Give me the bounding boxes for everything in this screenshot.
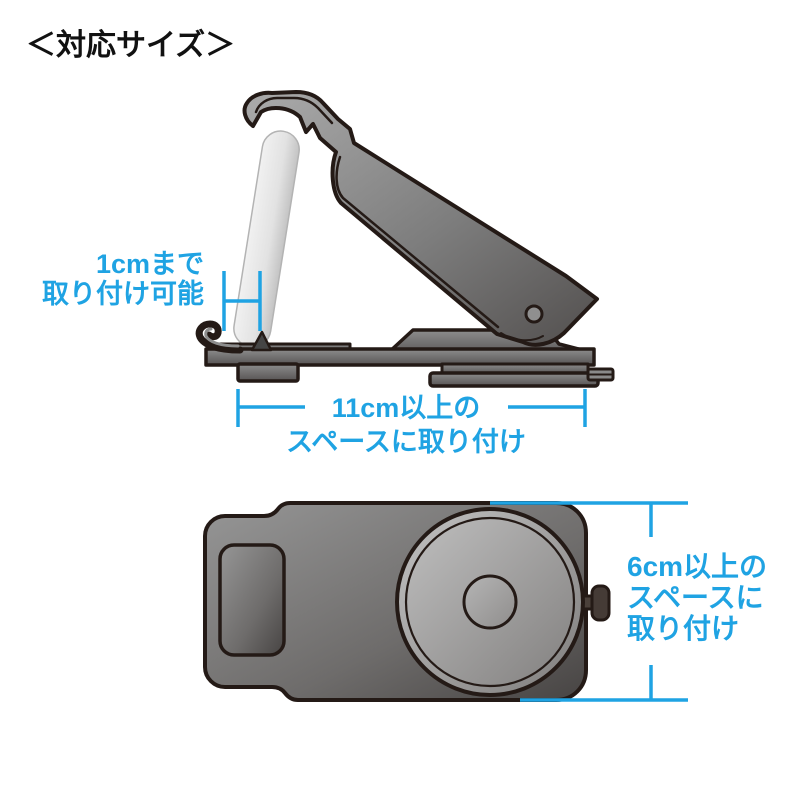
clamp-arm <box>242 90 599 347</box>
mount-width-label-line2: スペースに取り付け <box>286 427 526 457</box>
clamp-thickness-label: 1cmまで 取り付け可能 <box>16 249 204 309</box>
base-plate <box>204 347 596 367</box>
mount-depth-label-line2: スペースに <box>627 582 764 613</box>
mount-depth-label-line3: 取り付け <box>627 613 740 644</box>
mount-width-label-line1: 11cm以上の <box>331 393 481 423</box>
top-view-diagram <box>203 501 611 702</box>
side-view-diagram <box>195 90 615 388</box>
clamp-gap-bracket <box>222 271 262 331</box>
clamp-thickness-label-line1: 1cmまで <box>95 249 204 279</box>
depth-dimension-line <box>490 501 688 702</box>
suction-dial-center <box>462 574 518 630</box>
clamp-thickness-label-line2: 取り付け可能 <box>42 279 204 309</box>
mount-depth-label-line1: 6cm以上の <box>627 551 768 582</box>
body-recess <box>218 543 286 657</box>
grip-tooth <box>250 330 273 352</box>
base-lip-curl <box>195 320 244 354</box>
suction-dial-rim <box>404 516 576 688</box>
width-dimension-line <box>236 389 587 427</box>
side-view-dimensions <box>222 271 587 427</box>
clip-lever <box>233 130 300 348</box>
pivot-hole <box>524 304 544 324</box>
arm-head-contour <box>500 332 544 342</box>
left-foot-pad <box>236 362 300 383</box>
base-lip-highlight <box>204 327 240 348</box>
suction-layer-2 <box>428 371 600 388</box>
top-view-dimensions <box>490 501 688 702</box>
page-title: ＜対応サイズ＞ <box>26 29 236 62</box>
hook-inner-contour <box>254 96 334 125</box>
mount-depth-label: 6cm以上の スペースに 取り付け <box>627 551 767 644</box>
arm-ridge-line <box>335 155 500 329</box>
mount-width-label: 11cm以上の スペースに取り付け <box>238 391 574 459</box>
